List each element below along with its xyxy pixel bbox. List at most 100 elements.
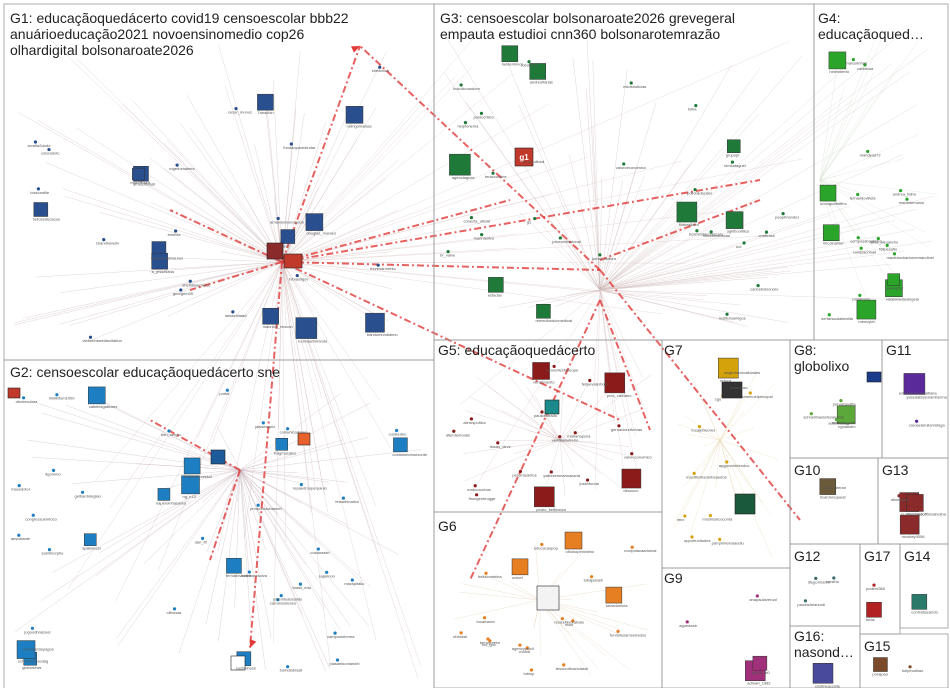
node-avatar bbox=[605, 586, 623, 604]
edge bbox=[599, 70, 628, 291]
group-title-g14: G14 bbox=[904, 548, 930, 564]
node-label: pedro_kelbranco bbox=[536, 507, 567, 512]
edge bbox=[281, 233, 517, 263]
node-label: coloradotc bbox=[41, 151, 59, 156]
node-label: menoyiet bbox=[858, 319, 875, 324]
node-avatar bbox=[812, 663, 834, 684]
node-dot bbox=[630, 452, 634, 456]
edge bbox=[559, 439, 613, 461]
node-label: douglas_moraes bbox=[306, 231, 336, 236]
group-panels bbox=[3, 3, 949, 688]
edge bbox=[469, 396, 561, 441]
edge bbox=[819, 34, 878, 181]
node-dot bbox=[488, 639, 492, 643]
edge bbox=[819, 88, 844, 181]
node-label: ngnallobo bbox=[838, 424, 856, 429]
edge bbox=[592, 61, 601, 291]
node-dot bbox=[179, 288, 183, 292]
edge bbox=[674, 439, 721, 529]
edge bbox=[220, 251, 283, 263]
edge bbox=[35, 261, 283, 278]
node-label: ludmaarmiranda bbox=[298, 339, 328, 344]
node-label: scrafia2dodo bbox=[27, 143, 51, 148]
g14-title: G14 bbox=[904, 548, 931, 564]
edge bbox=[539, 599, 592, 676]
node-label: moci bbox=[565, 622, 574, 627]
g16-title-line-2: nasond… bbox=[794, 644, 854, 660]
node-dot bbox=[286, 427, 290, 431]
group-title-g2: G2: censoescolar educaçãoquedácerto sne bbox=[10, 364, 430, 380]
node-label: moodl bbox=[519, 649, 530, 654]
edge bbox=[224, 86, 283, 263]
edge bbox=[13, 261, 283, 326]
hub-g1-text: g1 bbox=[519, 153, 529, 162]
group-title-g17: G17 bbox=[864, 548, 890, 564]
node-avatar bbox=[262, 307, 279, 325]
node-dot bbox=[518, 469, 523, 474]
edge bbox=[117, 469, 241, 646]
group-title-g12: G12 bbox=[794, 548, 820, 564]
node-dot bbox=[830, 482, 834, 486]
panel-g16 bbox=[789, 625, 861, 688]
edge bbox=[586, 40, 601, 291]
node-dot bbox=[452, 429, 456, 433]
node-dot bbox=[469, 417, 474, 421]
node-avatar bbox=[257, 93, 274, 111]
hub-todoseducacao bbox=[266, 242, 284, 260]
node-label: danc bbox=[280, 244, 289, 249]
edge bbox=[599, 195, 933, 291]
node-avatar bbox=[529, 63, 547, 80]
edge bbox=[719, 386, 754, 441]
edge bbox=[599, 99, 853, 291]
edge bbox=[59, 261, 283, 325]
node-dot bbox=[463, 121, 468, 125]
edge bbox=[281, 157, 587, 263]
node-label: mcobey4056 bbox=[902, 534, 926, 539]
node-label: valoreconomico bbox=[624, 455, 653, 460]
edge bbox=[599, 270, 774, 291]
edge bbox=[599, 154, 903, 291]
edge bbox=[599, 220, 895, 291]
node-label: saintmorphe bbox=[41, 551, 64, 556]
edge bbox=[599, 289, 643, 378]
edge bbox=[37, 120, 283, 263]
group-title-g7: G7 bbox=[664, 342, 683, 358]
node-dot bbox=[748, 391, 752, 395]
edges-layer bbox=[13, 34, 938, 679]
edge bbox=[599, 68, 845, 291]
g12-title: G12 bbox=[794, 548, 821, 564]
node-avatar bbox=[718, 357, 739, 379]
edge bbox=[52, 469, 241, 573]
node-label: fcu_gov bbox=[482, 642, 496, 647]
edge bbox=[239, 439, 344, 471]
edge bbox=[22, 261, 283, 319]
node-label: lossvanfile bbox=[30, 190, 49, 195]
node-label: aescalante bbox=[11, 536, 31, 541]
node-dot bbox=[80, 490, 85, 494]
node-dot bbox=[629, 81, 633, 85]
node-avatar bbox=[393, 437, 408, 453]
node-label: agenciaguaz bbox=[452, 175, 475, 180]
node-dot bbox=[479, 111, 484, 115]
edge-strong bbox=[599, 199, 761, 261]
node-avatar bbox=[873, 657, 888, 672]
edge bbox=[157, 261, 283, 571]
node-avatar bbox=[899, 514, 920, 535]
group-title-g11: G11 bbox=[886, 342, 911, 358]
node-label: educacaopop bbox=[534, 545, 559, 550]
edge-strong bbox=[599, 269, 801, 521]
edge bbox=[281, 168, 532, 263]
node-avatar bbox=[819, 478, 837, 495]
edge bbox=[239, 469, 370, 627]
edge bbox=[180, 123, 283, 263]
node-label: rogerlomaieira bbox=[169, 166, 195, 171]
edge bbox=[559, 439, 626, 456]
node-label: monadeccessol bbox=[184, 474, 212, 479]
node-label: cabelesgaticoes bbox=[89, 404, 118, 409]
node-dot bbox=[17, 533, 21, 537]
node-avatar bbox=[676, 201, 698, 223]
node-avatar bbox=[836, 405, 856, 425]
edge bbox=[505, 57, 601, 291]
node-dot bbox=[588, 378, 592, 383]
node-dot bbox=[697, 425, 702, 429]
